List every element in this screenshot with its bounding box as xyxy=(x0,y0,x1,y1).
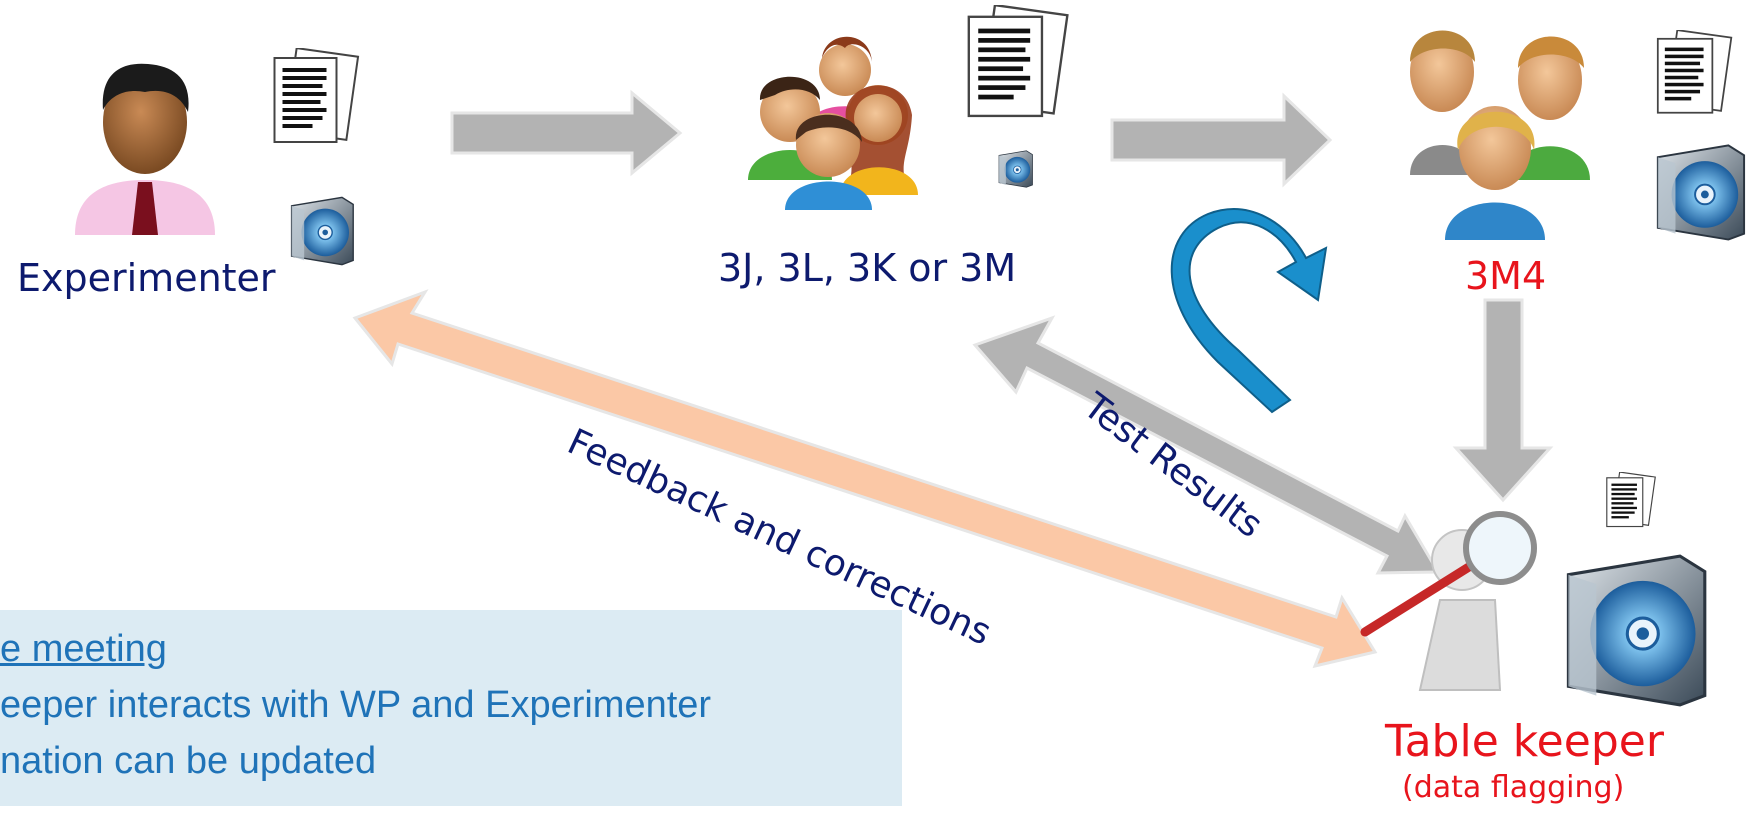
people-group-icon xyxy=(748,36,918,210)
people-group-icon xyxy=(1410,30,1590,240)
wp-groups-label: 3J, 3L, 3K or 3M xyxy=(718,246,1017,290)
cd-case-icon xyxy=(1656,144,1746,241)
arrow-wp-to-3m4 xyxy=(1110,92,1333,188)
cd-case-icon xyxy=(998,150,1033,188)
info-line-3: nation can be updated xyxy=(0,740,377,782)
group-3m4-label: 3M4 xyxy=(1465,254,1547,298)
arrow-experimenter-to-wp xyxy=(450,89,683,177)
info-box: e meeting eeper interacts with WP and Ex… xyxy=(0,610,902,806)
info-line-2: eeper interacts with WP and Experimenter xyxy=(0,684,712,726)
document-stack-icon xyxy=(1656,30,1733,114)
document-stack-icon xyxy=(273,48,360,144)
experimenter-label: Experimenter xyxy=(17,256,276,300)
arrow-3m4-to-table-keeper xyxy=(1452,298,1554,503)
table-keeper-label: Table keeper xyxy=(1385,716,1664,767)
u-turn-arrow-icon xyxy=(1170,208,1328,414)
info-line-1: e meeting xyxy=(0,628,167,670)
cd-case-icon xyxy=(1566,554,1707,707)
document-stack-icon xyxy=(967,5,1069,118)
magnifier-person-icon xyxy=(1360,511,1537,691)
table-keeper-sublabel: (data flagging) xyxy=(1402,770,1625,805)
person-icon xyxy=(75,63,215,235)
document-stack-icon xyxy=(1606,472,1656,528)
arrow-feedback xyxy=(352,289,1378,669)
cd-case-icon xyxy=(290,196,355,266)
